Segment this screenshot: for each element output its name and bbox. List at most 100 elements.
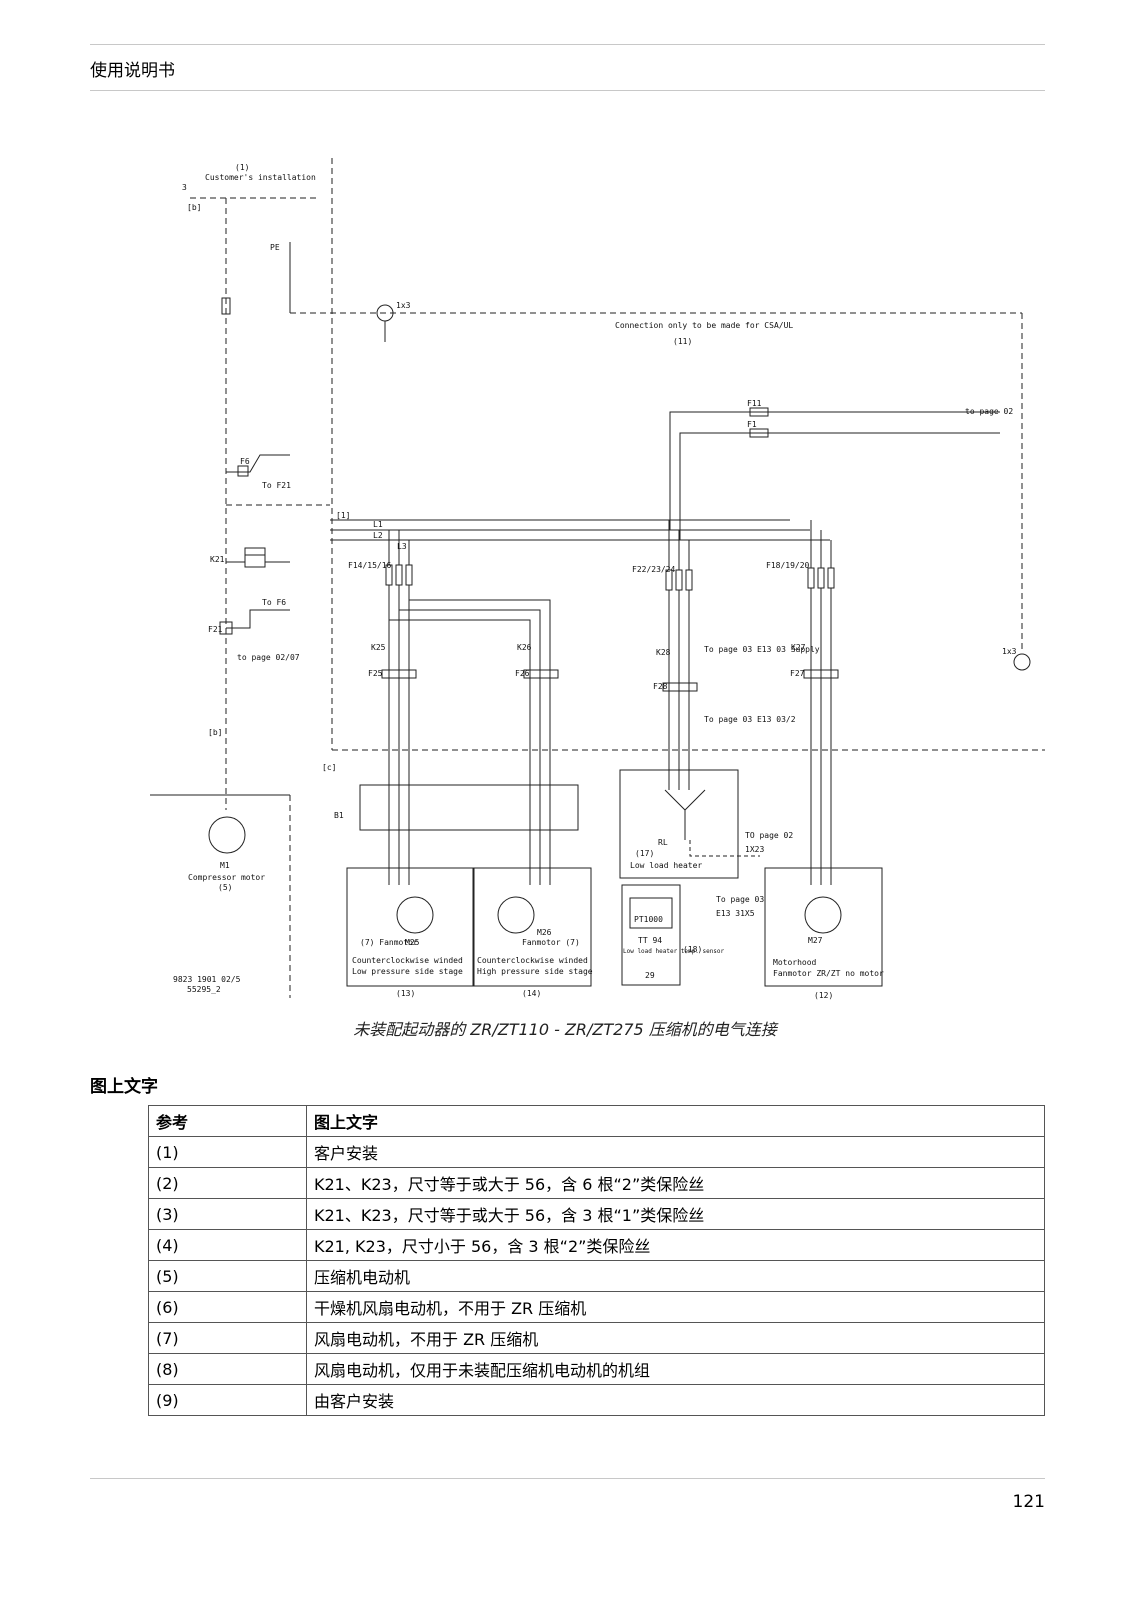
diagram-text-f6: F6 [240,457,250,466]
diagram-text-box13-line2: Low pressure side stage [352,967,463,976]
diagram-text-box12-line1: Motorhood [773,958,817,967]
diagram-text-doc-code-2: 55295_2 [187,985,221,994]
table-cell-text: 压缩机电动机 [306,1260,1045,1292]
table-cell-ref: (4) [148,1229,307,1261]
table-row: (6)干燥机风扇电动机，不用于 ZR 压缩机 [148,1291,1045,1323]
diagram-text-k21: K21 [210,555,225,564]
diagram-text-num-12: (12) [814,991,833,1000]
footer-rule [90,1478,1045,1479]
table-row: (2)K21、K23，尺寸等于或大于 56，含 6 根“2”类保险丝 [148,1167,1045,1199]
diagram-text-low-load: Low load heater [630,861,702,870]
diagram-text-box14-line1: Counterclockwise winded [477,956,588,965]
diagram-text-to-page-02-x23: TO page 02 [745,831,793,840]
diagram-text-doc-code-1: 9823 1901 02/5 [173,975,241,984]
diagram-text-rl: RL [658,838,668,847]
diagram-text-f1: F1 [747,420,757,429]
table-cell-text: 干燥机风扇电动机，不用于 ZR 压缩机 [306,1291,1045,1323]
table-row: (7)风扇电动机，不用于 ZR 压缩机 [148,1322,1045,1354]
diagram-text-m27: M27 [808,936,823,945]
header-title: 使用说明书 [90,61,175,81]
diagram-text-tt94: TT 94 [638,936,662,945]
table-cell-text: 风扇电动机，仅用于未装配压缩机电动机的机组 [306,1353,1045,1385]
table-cell-ref: (3) [148,1198,307,1230]
diagram-text-k26: K26 [517,643,532,652]
table-cell-text: 风扇电动机，不用于 ZR 压缩机 [306,1322,1045,1354]
diagram-text-to-f21: To F21 [262,481,291,490]
diagram-text-bracket-1: [1] [336,511,350,520]
table-row: (4)K21, K23，尺寸小于 56，含 3 根“2”类保险丝 [148,1229,1045,1261]
diagram-text-l3: L3 [397,542,407,551]
diagram-text-1x3-right: 1x3 [1002,647,1017,656]
diagram-text-m1-num: (5) [218,883,232,892]
diagram-text-num-18: (18) [683,945,702,954]
diagram-text-m1: M1 [220,861,230,870]
diagram-text-csa-num: (11) [673,337,692,346]
table-cell-ref: (7) [148,1322,307,1354]
header-bottom-rule [90,90,1045,91]
diagram-text-to-page-0207: to page 02/07 [237,653,300,662]
table-cell-ref: (9) [148,1384,307,1416]
diagram-text-k28: K28 [656,648,671,657]
diagram-text-box14-line2: High pressure side stage [477,967,593,976]
table-row: (3)K21、K23，尺寸等于或大于 56，含 3 根“1”类保险丝 [148,1198,1045,1230]
diagram-text-to-f6: To F6 [262,598,286,607]
diagram-text-customer-install: Customer's installation [205,173,316,182]
table-cell-text: 客户安装 [306,1136,1045,1168]
table-cell-ref: (6) [148,1291,307,1323]
diagram-text-f27: F27 [790,669,805,678]
reference-table: 参考 图上文字 (1)客户安装 (2)K21、K23，尺寸等于或大于 56，含 … [148,1105,1045,1416]
diagram-text-csa-note: Connection only to be made for CSA/UL [615,321,793,330]
diagram-text-tt94-num: 29 [645,971,655,980]
wiring-diagram: (1) Customer's installation 3 [b] PE 1x3… [150,158,1045,1000]
table-cell-ref: (1) [148,1136,307,1168]
diagram-text-b-1: [b] [187,203,201,212]
diagram-text-l1: L1 [373,520,383,529]
diagram-text-f26: F26 [515,669,530,678]
table-cell-text: K21、K23，尺寸等于或大于 56，含 3 根“1”类保险丝 [306,1198,1045,1230]
page-number: 121 [1012,1492,1045,1512]
diagram-text-m26-label: Fanmotor (7) [522,938,580,947]
table-row: (9)由客户安装 [148,1384,1045,1416]
diagram-text-to-page-03: To page 03 [716,895,764,904]
header-top-rule [90,44,1045,45]
diagram-text-to-page-02: to page 02 [965,407,1013,416]
diagram-text-x23: 1X23 [745,845,764,854]
diagram-text-to-page-03-supply: To page 03 E13 03 Supply [704,645,820,654]
diagram-text-e13: E13 31X5 [716,909,755,918]
diagram-text-f222324: F22/23/24 [632,565,676,574]
diagram-text-box12-line2: Fanmotor ZR/ZT no motor [773,969,884,978]
diagram-text-m25: M25 [405,938,420,947]
table-cell-ref: (8) [148,1353,307,1385]
diagram-text-low-load-num: (17) [635,849,654,858]
table-row: (5)压缩机电动机 [148,1260,1045,1292]
diagram-text-b-2: [b] [208,728,222,737]
diagram-text-m26: M26 [537,928,552,937]
diagram-text-supply: 3 [182,183,187,192]
table-row: (8)风扇电动机，仅用于未装配压缩机电动机的机组 [148,1353,1045,1385]
diagram-text-f141516: F14/15/16 [348,561,392,570]
table-header-ref: 参考 [148,1105,307,1137]
diagram-text-c: [c] [322,763,336,772]
diagram-text-k27: K27 [791,643,806,652]
diagram-text-to-page-03-e13: To page 03 E13 03/2 [704,715,796,724]
diagram-text-k25: K25 [371,643,386,652]
table-header-text: 图上文字 [306,1105,1045,1137]
diagram-text-f21: F21 [208,625,223,634]
table-cell-text: K21、K23，尺寸等于或大于 56，含 6 根“2”类保险丝 [306,1167,1045,1199]
diagram-text-pt1000: PT1000 [634,915,663,924]
diagram-text-box13-line1: Counterclockwise winded [352,956,463,965]
diagram-text-num-14: (14) [522,989,541,998]
diagram-text-f181920: F18/19/20 [766,561,810,570]
diagram-text-num-13: (13) [396,989,415,998]
table-cell-text: 由客户安装 [306,1384,1045,1416]
table-cell-text: K21, K23，尺寸小于 56，含 3 根“2”类保险丝 [306,1229,1045,1261]
diagram-text-tt94-label: Low load heater temp. sensor [623,948,725,955]
table-header-row: 参考 图上文字 [148,1105,1045,1137]
table-cell-ref: (5) [148,1260,307,1292]
diagram-text-m1-label: Compressor motor [188,873,265,882]
diagram-text-customer-num: (1) [235,163,249,172]
diagram-text-f25: F25 [368,669,383,678]
diagram-text-pe: PE [270,243,280,252]
diagram-text-f28: F28 [653,682,668,691]
table-cell-ref: (2) [148,1167,307,1199]
